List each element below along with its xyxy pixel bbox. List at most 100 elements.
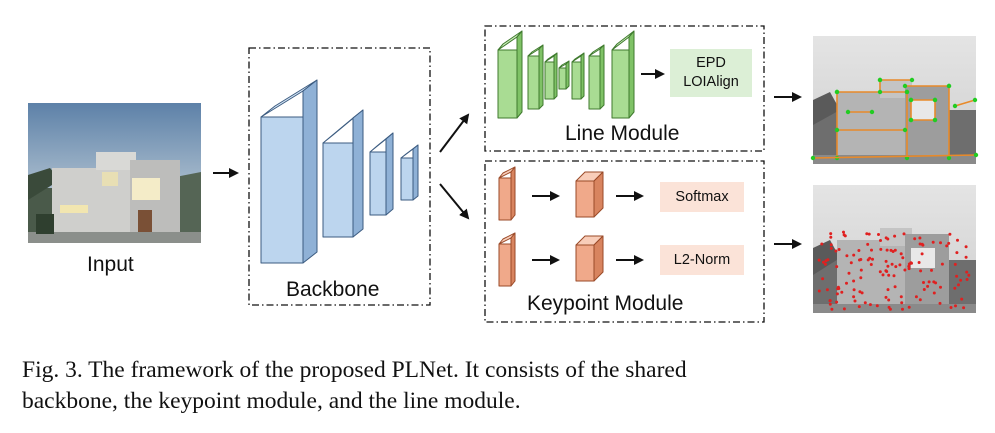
line-block-1 [497,30,523,119]
epd-label: EPD [696,55,726,71]
keypoint-block-a1 [498,166,516,221]
keypoint-dot [828,299,832,303]
line-block-5 [571,52,585,100]
keypoint-block-b2 [575,235,604,282]
keypoint-dot [884,295,888,299]
keypoint-dot [927,280,931,284]
keypoint-dot [823,262,827,266]
line-junction [946,83,952,89]
keypoint-dot [859,276,863,280]
input-label: Input [87,253,134,276]
keypoint-dot [893,285,897,289]
backbone-frame [248,47,431,306]
keypoint-dot [957,283,960,287]
caption-line-2: backbone, the keypoint module, and the l… [22,388,521,414]
keypoint-dot [956,238,959,242]
keypoint-dot [903,268,907,272]
line-junction [845,109,851,115]
line-junction [932,97,938,103]
keypoint-dot [836,285,840,289]
keypoint-dot [899,252,903,256]
keypoint-dot [967,273,971,277]
keypoint-dot [885,248,889,252]
epd-loialign-text: EPD LOIAlign [670,49,752,97]
keypoint-dot [886,288,890,292]
keypoint-dot [829,235,833,239]
keypoint-dot [852,295,856,299]
line-junction [946,155,952,161]
line-detection-output-image [810,36,979,164]
line-block-7 [611,30,635,119]
keypoint-dot [954,304,957,308]
epd-loialign-box [670,49,752,97]
arrow-backbone-to-keypoint [439,183,470,220]
keypoint-dot [837,248,841,251]
line-junction [834,127,840,133]
keypoint-dot [931,240,935,244]
line-junction [834,89,840,95]
input-image [28,103,201,243]
line-junction [909,77,915,83]
keypoint-dot [884,269,888,273]
line-block-6 [588,44,605,110]
line-junction [877,89,883,95]
line-segment [812,154,977,159]
keypoint-dot [866,242,870,246]
line-block-2 [527,44,544,110]
line-junction [932,117,938,123]
keypoint-dot [871,257,874,261]
line-junction [902,83,908,89]
keypoint-dot [932,280,936,284]
keypoint-dot [865,232,869,236]
keypoint-dot [964,245,968,249]
keypoint-dot [900,301,904,305]
keypoint-dot [953,286,957,290]
keypoint-detection-output-image [813,185,976,313]
keypoint-dot [857,249,861,252]
keypoint-dot [909,261,913,265]
keypoint-dot [881,273,885,277]
line-junction [908,97,914,103]
keypoints-overlay [817,230,971,311]
keypoint-dot [849,261,853,265]
keypoint-module-frame [484,160,765,323]
keypoint-dot [821,277,825,281]
keypoint-dot [835,300,839,304]
keypoint-dot [824,259,828,263]
keypoint-dot [953,262,957,266]
l2norm-label: L2-Norm [673,252,731,268]
line-segments-overlay [810,77,979,161]
keypoint-dot [840,290,844,294]
arrow-backbone-to-line [439,113,470,153]
keypoint-dot [870,248,873,252]
keypoint-dot [947,241,951,245]
keypoint-dot [829,243,833,247]
line-junction [877,77,883,83]
line-junction [908,117,914,123]
keypoint-dot [893,234,897,238]
keypoint-dot [853,299,857,303]
line-junction [810,155,816,161]
keypoint-dot [922,288,926,291]
keypoint-dot [845,254,849,258]
keypoint-dot [822,260,825,264]
keypoint-dot [962,306,966,310]
keypoint-dot [868,256,872,260]
line-segment [954,99,976,107]
keypoint-dot [868,303,872,307]
backbone-block-1 [260,79,318,264]
keypoint-dot [938,301,942,305]
loialign-label: LOIAlign [683,74,739,90]
keypoint-dot [858,290,862,294]
keypoint-dot [852,253,856,257]
keypoint-dot [834,249,838,253]
keypoint-dot [918,236,922,240]
keypoint-dot [913,237,917,241]
keypoint-dot [847,271,851,275]
keypoint-dot [817,289,821,293]
caption-line-1: Fig. 3. The framework of the proposed PL… [22,357,687,383]
keypoint-dot [852,279,856,283]
keypoint-dot [965,278,969,281]
keypoint-dot [891,250,895,253]
